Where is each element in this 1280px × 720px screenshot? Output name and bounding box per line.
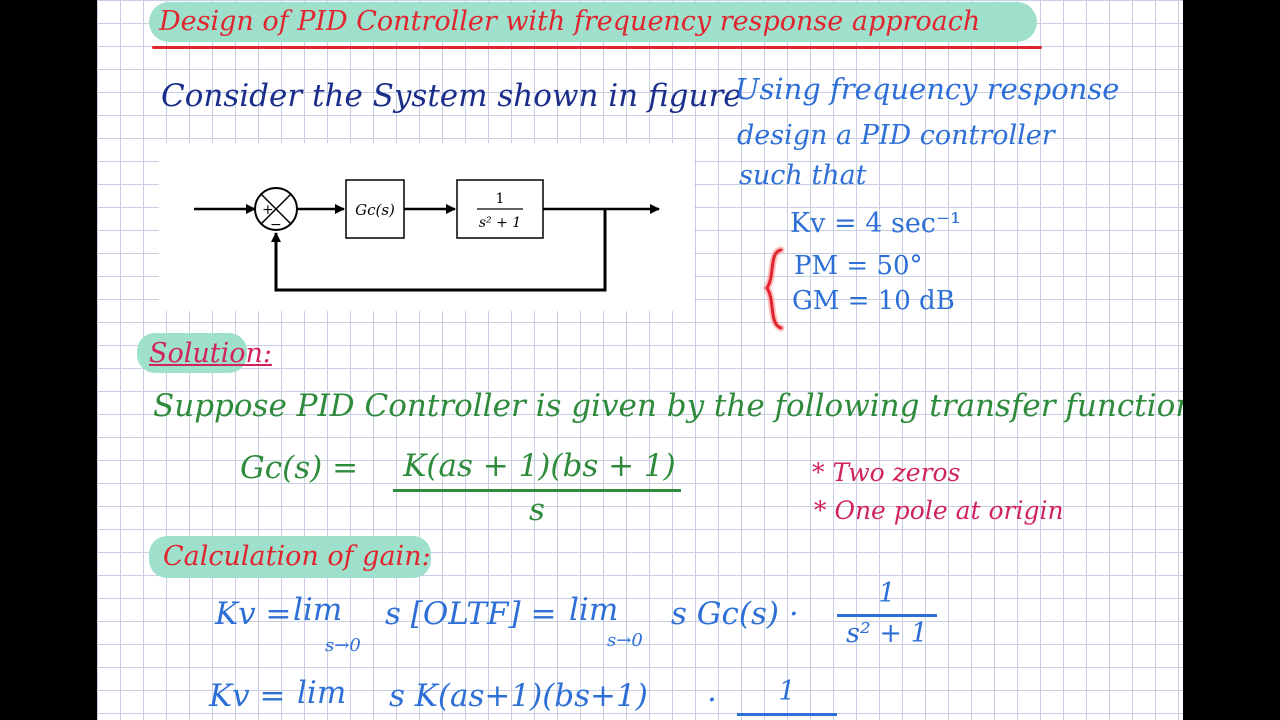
calc-line2-mid: s K(as+1)(bs+1): [389, 678, 648, 714]
spec-brace-icon: [762, 246, 785, 332]
gc-fraction-bar: [393, 489, 681, 492]
calc-line1-lim: lim: [293, 592, 343, 628]
spec-gm: GM = 10 dB: [792, 286, 955, 316]
solution-heading: Solution:: [149, 338, 273, 369]
page-title: Design of PID Controller with frequency …: [159, 6, 981, 37]
spec-kv: Kv = 4 sec⁻¹: [790, 208, 962, 239]
task-line-2: design a PID controller: [737, 120, 1055, 151]
title-highlight: [149, 2, 1037, 42]
plant-denominator: s² + 1: [479, 215, 521, 231]
calc-line1-lim-sub: s→0: [325, 635, 361, 656]
calc-line1-frac-den: s² + 1: [846, 618, 928, 649]
plant-numerator: 1: [496, 191, 505, 207]
block-diagram: + − Gc(s) 1 s² + 1: [159, 143, 694, 311]
calc-line1-lim-2: lim: [569, 592, 619, 628]
task-line-1: Using frequency response: [735, 72, 1120, 106]
controller-label: Gc(s): [355, 201, 395, 219]
notebook-page: Design of PID Controller with frequency …: [97, 0, 1183, 720]
intro-text: Consider the System shown in figure: [161, 78, 742, 114]
note-one-pole: * One pole at origin: [814, 496, 1064, 525]
calc-line1-lhs: Kv =: [215, 596, 292, 632]
sum-cross-b: [260, 193, 292, 225]
solution-highlight: [137, 333, 247, 373]
calc-line1-mid: s [OLTF] =: [385, 596, 557, 632]
gc-lhs: Gc(s) =: [240, 450, 359, 486]
solution-statement: Suppose PID Controller is given by the f…: [153, 388, 1183, 424]
title-underline: [152, 46, 1042, 49]
calc-line1-frac-bar: [837, 614, 937, 617]
gc-denominator: s: [529, 492, 545, 528]
spec-pm: PM = 50°: [794, 251, 923, 281]
controller-block: [345, 179, 405, 239]
sum-plus-sign: +: [262, 202, 274, 218]
block-diagram-svg: + − Gc(s) 1 s² + 1: [194, 179, 660, 292]
calc-line2-frac-bar: [737, 713, 837, 716]
calc-line1-rhs: s Gc(s) ·: [671, 596, 799, 632]
task-line-3: such that: [739, 160, 867, 191]
calc-line1-lim-sub-2: s→0: [607, 630, 643, 651]
sum-minus-sign: −: [270, 217, 282, 233]
calc-heading: Calculation of gain:: [163, 541, 431, 572]
gc-numerator: K(as + 1)(bs + 1): [403, 448, 676, 484]
calc-line2-frac-num: 1: [778, 676, 796, 707]
calc-line1-frac-num: 1: [878, 578, 896, 609]
calc-line2-lim: lim: [297, 675, 347, 711]
feedback-path: [271, 209, 607, 292]
calc-line2-lhs: Kv =: [209, 678, 286, 714]
note-two-zeros: * Two zeros: [812, 458, 961, 487]
calc-highlight: [149, 536, 431, 578]
calc-line2-dot: ·: [707, 682, 717, 718]
